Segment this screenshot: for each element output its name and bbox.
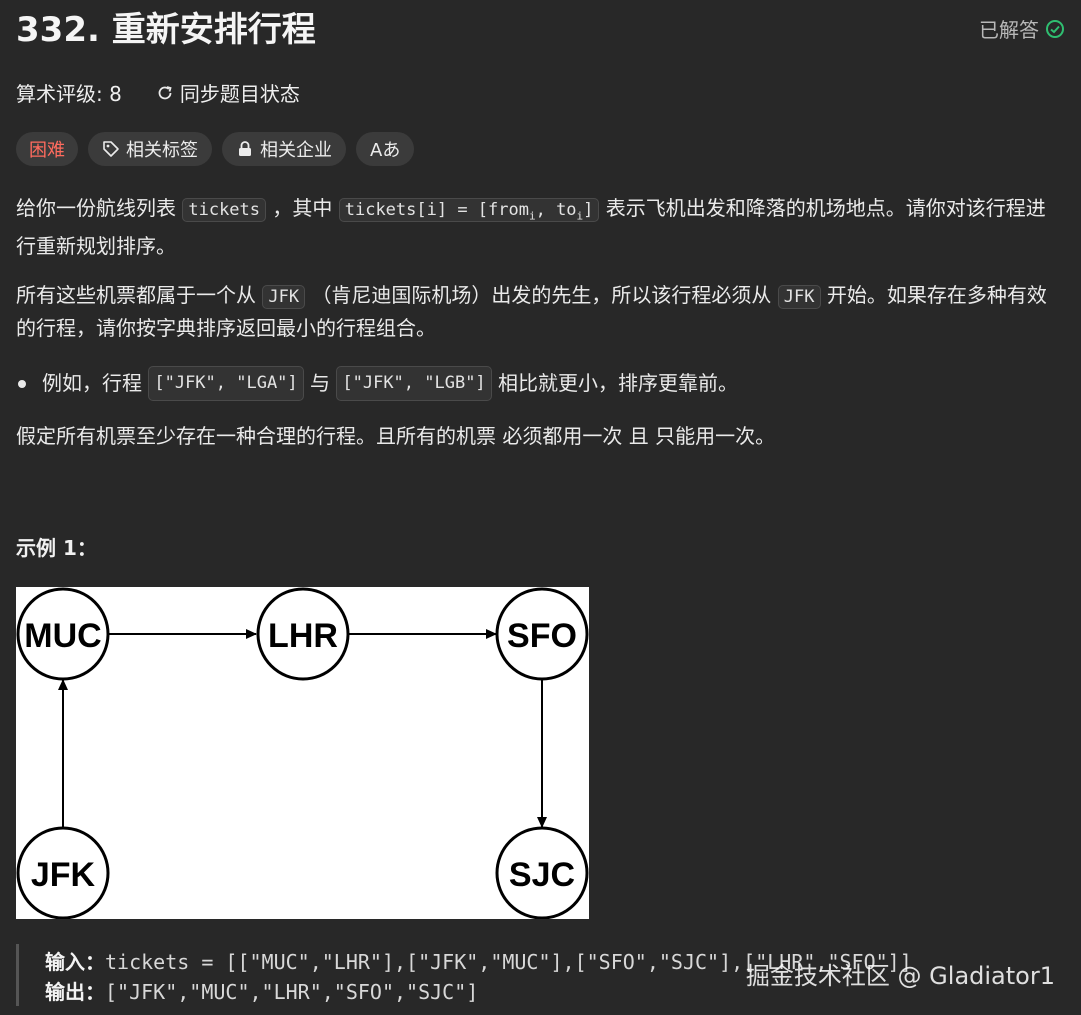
problem-title: 332. 重新安排行程 — [16, 10, 316, 50]
description-paragraph-3: 假定所有机票至少存在一种合理的行程。且所有的机票 必须都用一次 且 只能用一次。 — [16, 424, 776, 448]
related-companies-button[interactable]: 相关企业 — [222, 132, 346, 166]
example-graph-figure: MUC LHR SFO JFK SJC — [16, 587, 589, 919]
node-sfo: SFO — [495, 587, 589, 681]
refresh-icon — [158, 85, 172, 99]
node-jfk-label: JFK — [31, 856, 96, 894]
node-jfk: JFK — [16, 826, 110, 919]
code-tickets: tickets — [182, 198, 267, 222]
example-input: 输入：tickets = [["MUC","LHR"],["JFK","MUC"… — [45, 946, 912, 975]
code-jfk: JFK — [777, 285, 821, 309]
output-value: ["JFK","MUC","LHR","SFO","SJC"] — [105, 980, 479, 1004]
description-paragraph-2: 所有这些机票都属于一个从 JFK （肯尼迪国际机场）出发的先生，所以该行程必须从… — [16, 283, 1047, 340]
node-sfo-label: SFO — [507, 617, 577, 655]
node-muc-label: MUC — [24, 617, 101, 655]
code-example-lga: ["JFK", "LGA"] — [148, 366, 304, 401]
code-tickets-i: tickets[i] = [fromi, toi] — [338, 198, 600, 222]
related-companies-label: 相关企业 — [260, 140, 332, 161]
sync-status-button[interactable]: 同步题目状态 — [156, 78, 300, 107]
example-title: 示例 1： — [16, 536, 97, 560]
node-sjc: SJC — [495, 826, 589, 919]
input-label: 输入： — [45, 950, 105, 974]
solved-status: 已解答 — [979, 14, 1065, 43]
node-lhr: LHR — [256, 587, 350, 681]
font-translate-button[interactable]: Aあ — [356, 132, 415, 166]
difficulty-badge[interactable]: 困难 — [16, 132, 78, 166]
problem-meta: 算术评级: 8 同步题目状态 — [16, 78, 300, 107]
example-io-block: 输入：tickets = [["MUC","LHR"],["JFK","MUC"… — [16, 944, 1059, 1006]
node-muc: MUC — [16, 587, 110, 681]
related-tags-button[interactable]: 相关标签 — [88, 132, 212, 166]
itinerary-graph: MUC LHR SFO JFK SJC — [16, 587, 589, 919]
example-output: 输出：["JFK","MUC","LHR","SFO","SJC"] — [45, 976, 478, 1005]
problem-header: 332. 重新安排行程 已解答 — [16, 8, 1065, 52]
bullet-dot — [18, 379, 26, 388]
input-value: tickets = [["MUC","LHR"],["JFK","MUC"],[… — [105, 950, 912, 974]
tag-icon — [103, 141, 119, 157]
node-lhr-label: LHR — [268, 617, 338, 655]
output-label: 输出： — [45, 980, 105, 1004]
rating-label: 算术评级: 8 — [16, 82, 122, 106]
code-example-lgb: ["JFK", "LGB"] — [336, 366, 492, 401]
difficulty-label: 困难 — [29, 140, 65, 161]
sync-label: 同步题目状态 — [179, 82, 300, 106]
solved-label: 已解答 — [979, 18, 1039, 42]
lock-icon — [239, 141, 251, 156]
translate-icon: Aあ — [370, 140, 401, 161]
node-sjc-label: SJC — [509, 856, 575, 894]
description-bullet: 例如，行程 ["JFK", "LGA"] 与 ["JFK", "LGB"] 相比… — [16, 366, 738, 401]
tag-bar: 困难 相关标签 相关企业 Aあ — [16, 132, 415, 166]
description-paragraph-1: 给你一份航线列表 tickets ，其中 tickets[i] = [fromi… — [16, 196, 1046, 259]
check-circle-icon — [1046, 19, 1064, 38]
related-tags-label: 相关标签 — [126, 140, 198, 161]
watermark: 掘金技术社区 @ Gladiator1 — [745, 962, 1055, 990]
code-jfk: JFK — [262, 285, 306, 309]
